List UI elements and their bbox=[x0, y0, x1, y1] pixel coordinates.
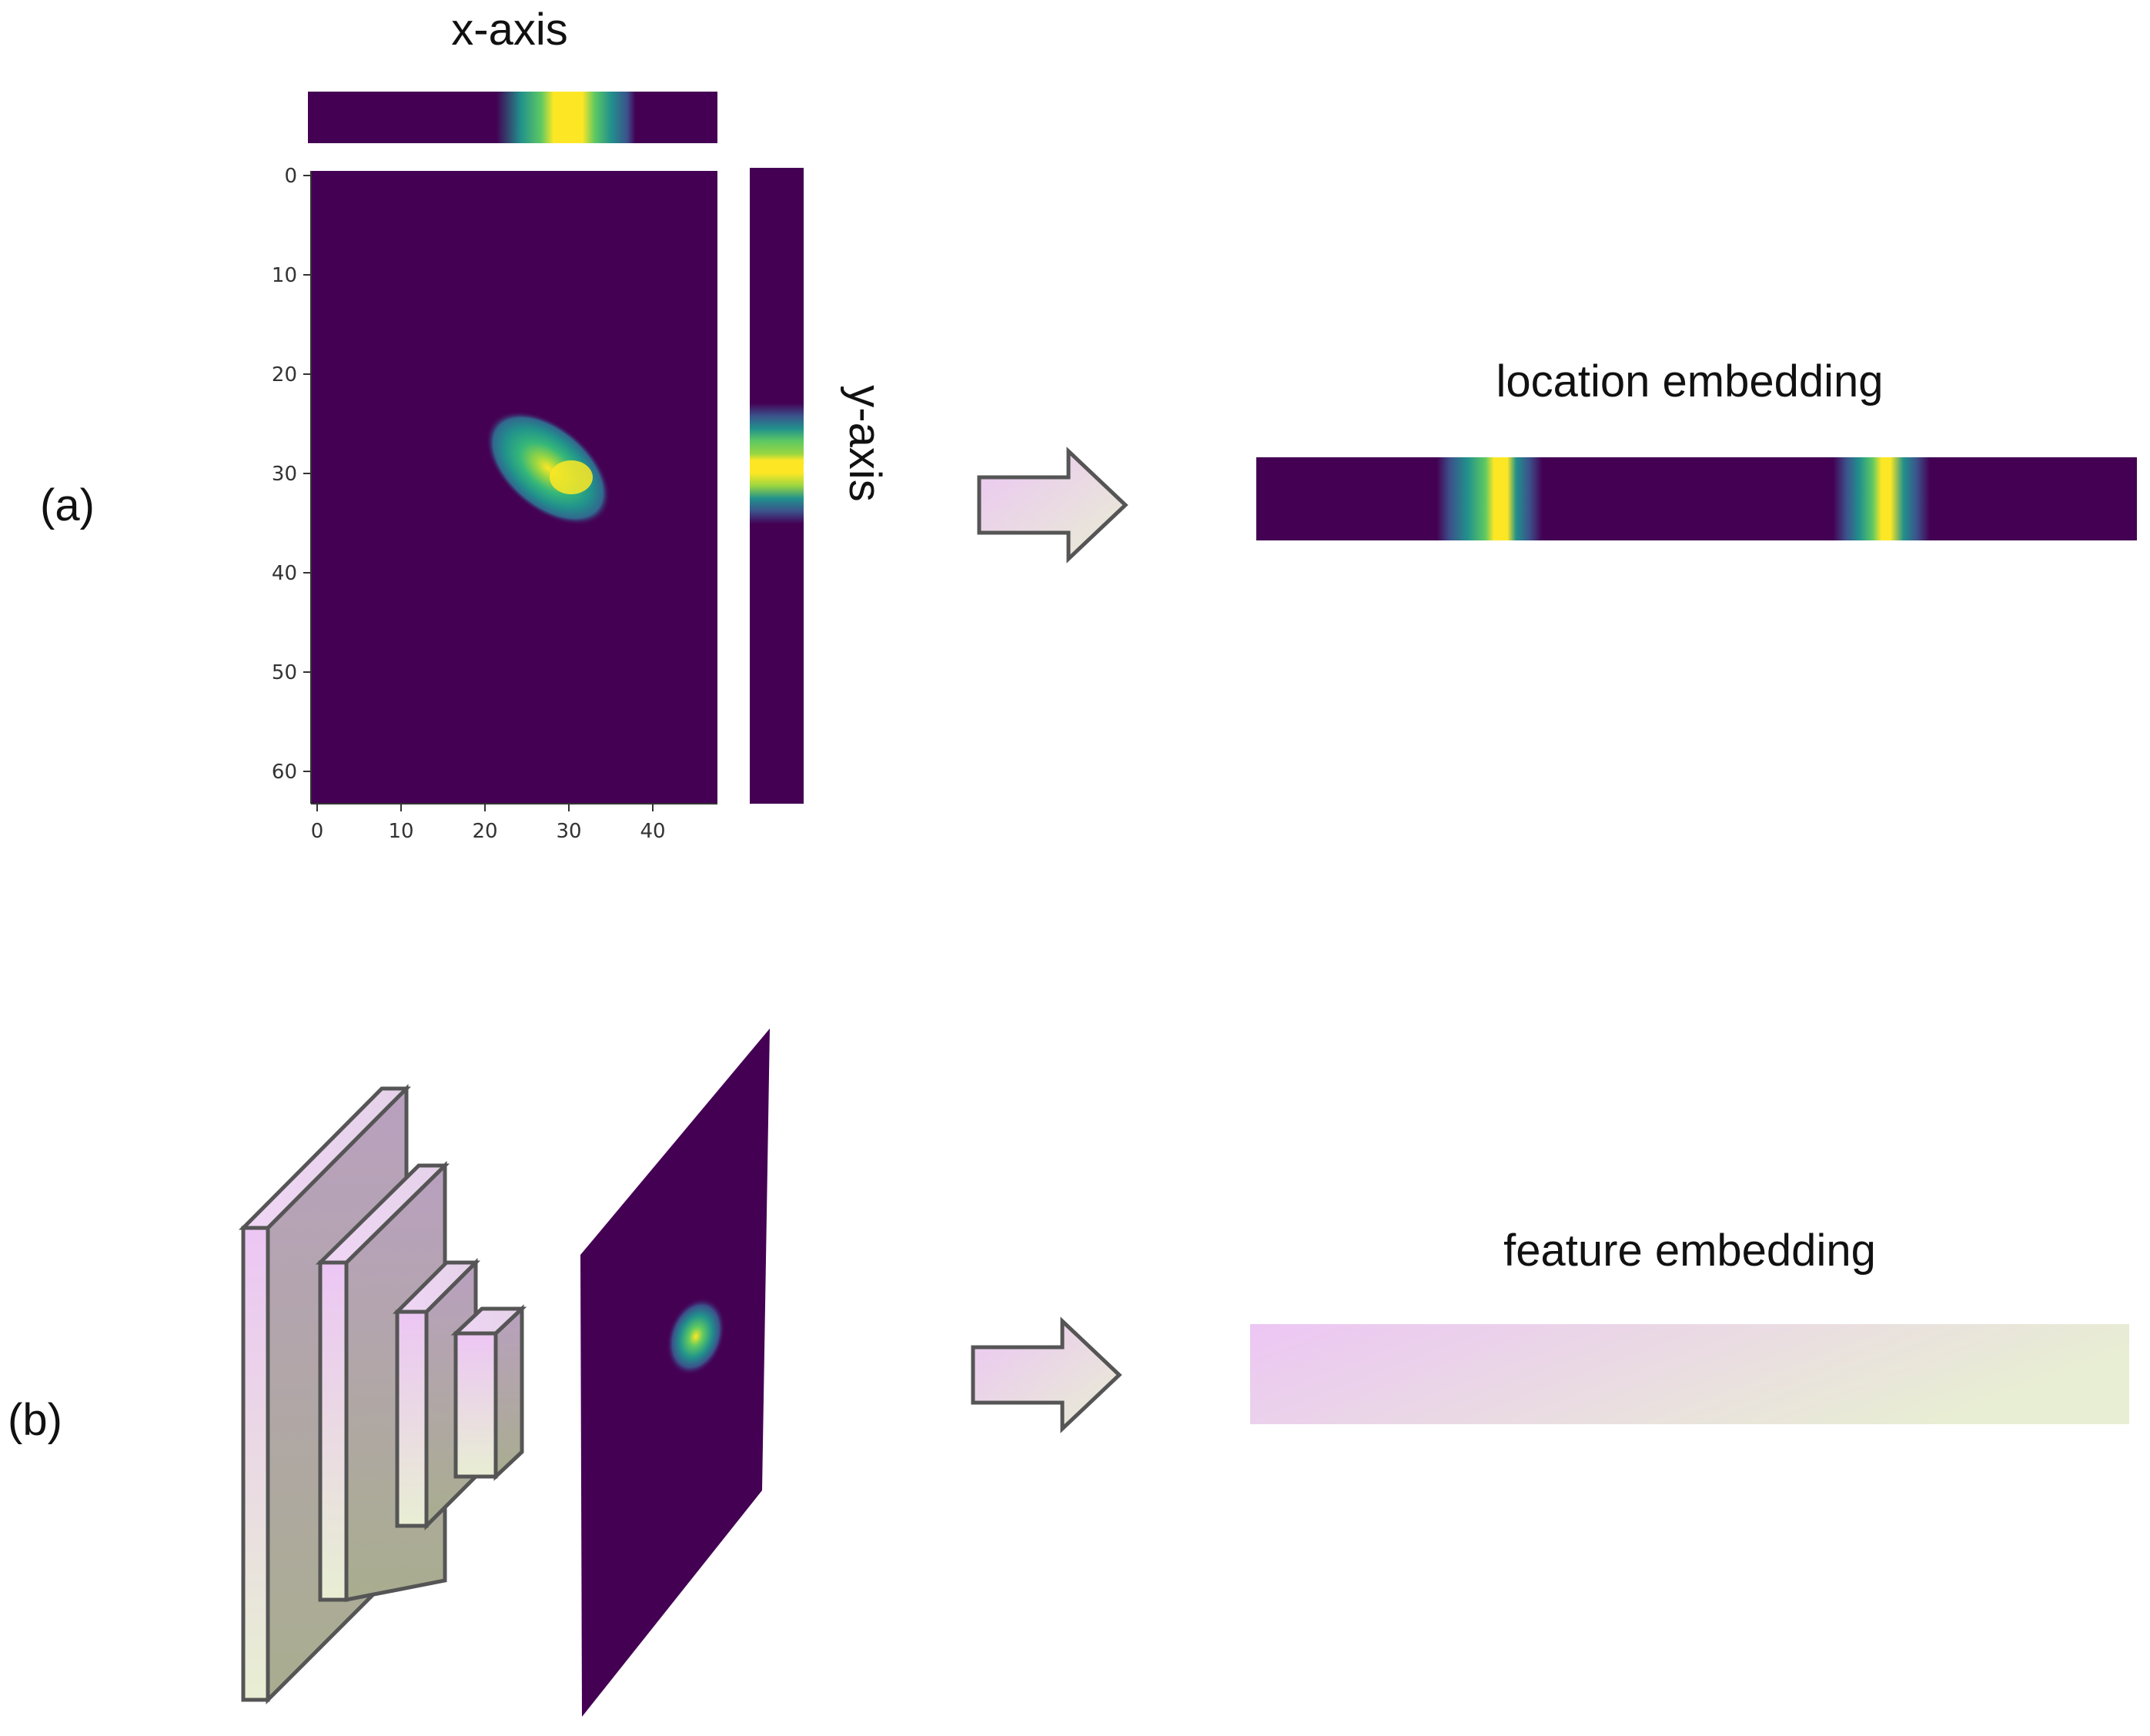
panel-b-label: (b) bbox=[8, 1395, 62, 1445]
x-axis-profile-strip bbox=[308, 92, 717, 143]
x-axis-label: x-axis bbox=[451, 5, 567, 55]
heatmap-ticks: 0 10 20 30 40 0 10 20 30 40 50 60 bbox=[272, 165, 666, 843]
feature-map-plane bbox=[580, 1029, 770, 1717]
location-embedding-label: location embedding bbox=[1496, 356, 1883, 406]
y-tick-label: 30 bbox=[272, 463, 297, 486]
heatmap-peak bbox=[550, 460, 593, 494]
y-tick-label: 50 bbox=[272, 661, 297, 684]
arrow-a bbox=[977, 447, 1128, 564]
x-tick-label: 20 bbox=[472, 820, 497, 843]
x-tick-label: 0 bbox=[311, 820, 324, 843]
feature-embedding-bar bbox=[1250, 1324, 2129, 1424]
cnn-layers bbox=[238, 1083, 527, 1705]
y-tick-label: 20 bbox=[272, 363, 297, 386]
cnn-layer-4 bbox=[450, 1304, 527, 1481]
y-axis-profile-strip bbox=[750, 168, 804, 804]
heatmap: 0 10 20 30 40 0 10 20 30 40 50 60 bbox=[272, 165, 717, 843]
location-embedding-bar bbox=[1256, 457, 2137, 540]
y-tick-label: 0 bbox=[284, 165, 297, 188]
y-tick-label: 10 bbox=[272, 264, 297, 287]
feature-embedding-label: feature embedding bbox=[1503, 1226, 1876, 1276]
panel-a-label: (a) bbox=[40, 480, 95, 530]
x-tick-label: 30 bbox=[556, 820, 581, 843]
feature-map-hotspot bbox=[666, 1297, 726, 1376]
y-axis-label: y-axis bbox=[840, 385, 890, 501]
arrow-b bbox=[971, 1316, 1122, 1433]
y-tick-label: 60 bbox=[272, 761, 297, 784]
x-tick-label: 40 bbox=[640, 820, 665, 843]
heatmap-hotspot bbox=[486, 410, 610, 526]
x-tick-label: 10 bbox=[388, 820, 413, 843]
y-tick-label: 40 bbox=[272, 562, 297, 585]
feature-map bbox=[580, 1029, 770, 1717]
